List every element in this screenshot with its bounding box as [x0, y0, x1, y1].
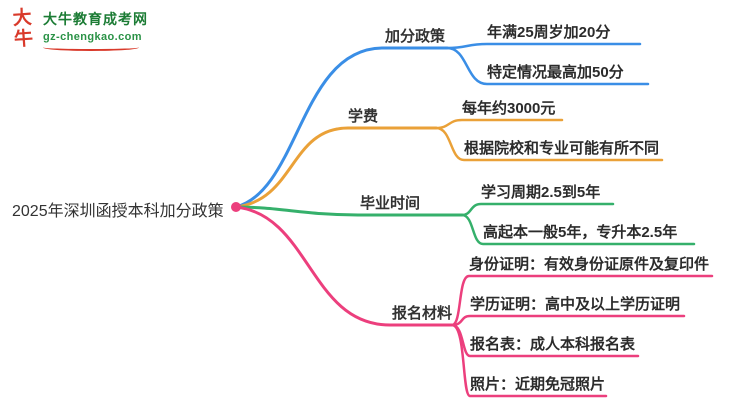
leaf-tuition-3000: 每年约3000元	[462, 100, 556, 117]
root-node-dot	[231, 202, 241, 212]
logo-underline-swoosh	[43, 44, 139, 51]
root-topic: 2025年深圳函授本科加分政策	[12, 203, 224, 220]
leaf-education-proof: 学历证明：高中及以上学历证明	[470, 296, 681, 313]
connector-leaf-max50	[445, 46, 650, 86]
connector-leaf-3000-per-year	[434, 118, 564, 130]
leaf-application-form: 报名表：成人本科报名表	[470, 336, 636, 353]
connector-branch-bonus-policy	[234, 46, 449, 209]
connector-leaf-age25	[445, 42, 642, 50]
branch-label-materials: 报名材料	[392, 305, 453, 322]
logo-text-block: 大牛教育成考网 gz-chengkao.com	[43, 9, 148, 51]
connector-branch-materials	[234, 205, 454, 327]
logo-site-url: gz-chengkao.com	[43, 31, 142, 43]
leaf-tuition-varies: 根据院校和专业可能有所不同	[464, 140, 660, 157]
connector-leaf-study-period	[460, 202, 615, 217]
connector-leaf-education-proof	[450, 314, 686, 327]
logo-site-title: 大牛教育成考网	[43, 11, 148, 27]
connector-leaf-varies-by-school	[434, 126, 664, 162]
leaf-age25-bonus20: 年满25周岁加20分	[487, 24, 611, 41]
connector-leaf-id-proof	[450, 274, 714, 327]
leaf-study-period: 学习周期2.5到5年	[481, 184, 601, 201]
branch-label-bonus-policy: 加分政策	[385, 28, 446, 45]
site-logo: 大牛 大牛教育成考网 gz-chengkao.com	[10, 7, 148, 52]
logo-bull-icon: 大牛	[11, 7, 34, 51]
connector-leaf-photo	[450, 323, 608, 398]
leaf-duration-detail: 高起本一般5年，专升本2.5年	[483, 224, 678, 241]
branch-label-graduation-time: 毕业时间	[360, 195, 421, 212]
leaf-special-max50: 特定情况最高加50分	[487, 64, 624, 81]
branch-label-tuition: 学费	[348, 108, 379, 125]
connector-leaf-5yr-2p5yr	[460, 213, 696, 246]
connector-branch-graduation-time	[234, 205, 464, 217]
connector-branch-tuition	[234, 126, 438, 209]
leaf-photo: 照片：近期免冠照片	[470, 376, 606, 393]
leaf-id-proof: 身份证明：有效身份证原件及复印件	[469, 256, 710, 273]
